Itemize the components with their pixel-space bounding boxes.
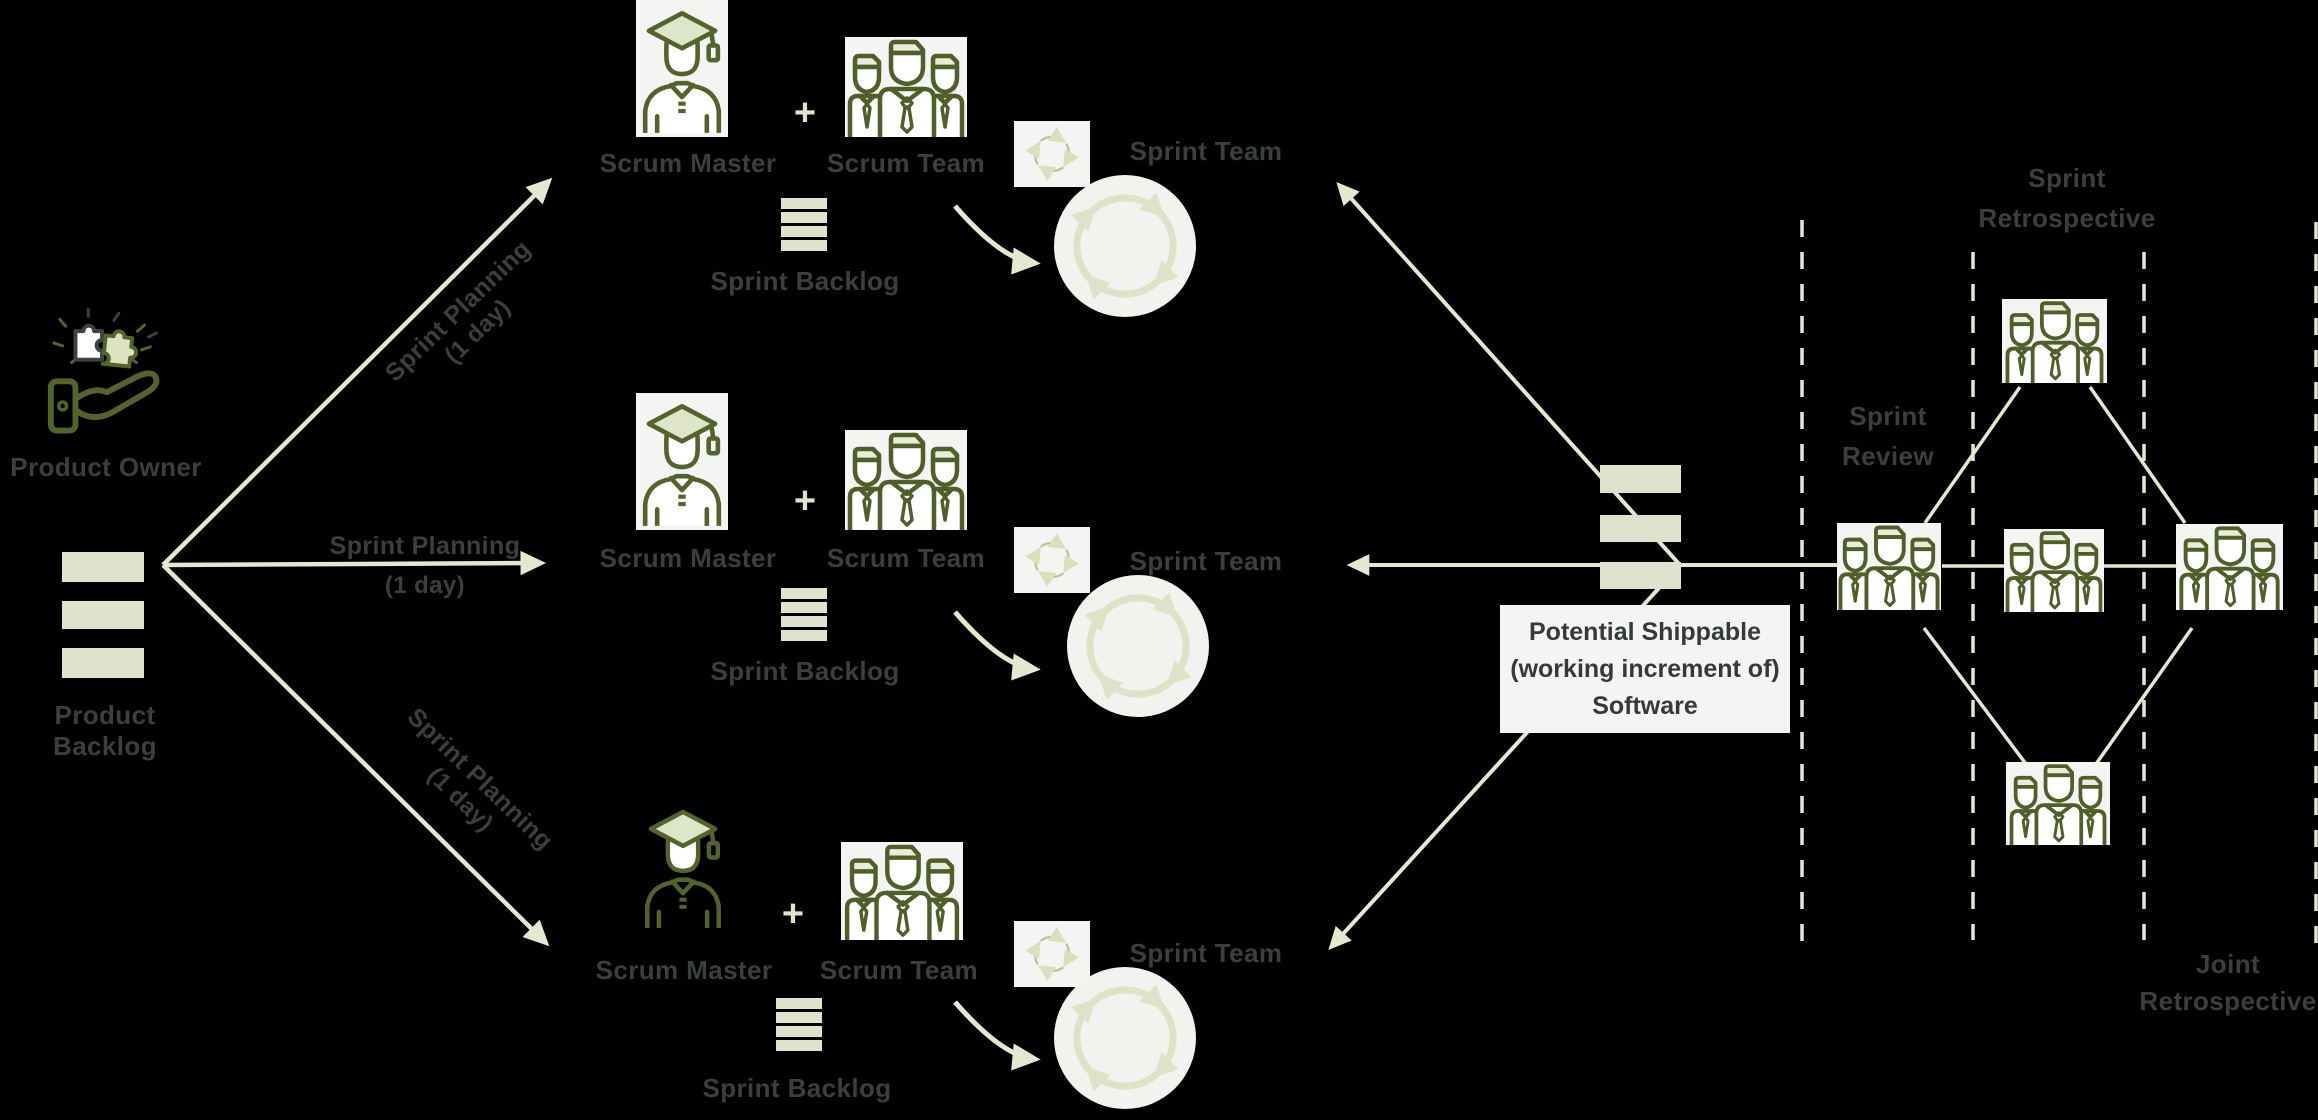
plus-sign: +: [793, 480, 817, 522]
increment-box-line2: (working increment of): [1510, 654, 1780, 683]
sprint-backlog-label: Sprint Backlog: [710, 266, 900, 296]
review-team-icon-left: [1837, 523, 1941, 610]
dashed-separators: [1800, 220, 2318, 958]
retro-team-icon-bottom: [2006, 762, 2110, 845]
origin-mask: [0, 0, 146, 146]
increment-bars: [1600, 465, 1681, 589]
product-owner-icon: [42, 300, 170, 440]
sprint-team-label: Sprint Team: [1129, 938, 1283, 968]
scrum-team-icon: [841, 842, 963, 940]
sprint-loop-icon: [1014, 121, 1090, 187]
sprint-backlog-label: Sprint Backlog: [702, 1073, 892, 1103]
backlog-to-circle-arrows: [953, 204, 1041, 1071]
sprint-planning-duration-mid: (1 day): [384, 572, 466, 599]
product-owner-label: Product Owner: [10, 452, 202, 482]
product-backlog-label: Product Backlog: [53, 700, 157, 762]
scrum-master-icon: [636, 0, 728, 137]
scrum-master-icon: [633, 803, 733, 928]
scrum-team-label: Scrum Team: [826, 148, 986, 178]
retro-team-icon-top: [2002, 299, 2107, 383]
increment-box: Potential Shippable (working increment o…: [1500, 605, 1790, 733]
product-backlog-bars: [62, 552, 144, 678]
scrum-master-label: Scrum Master: [595, 955, 773, 985]
scrum-team-icon: [845, 37, 967, 137]
increment-box-line1: Potential Shippable: [1529, 617, 1761, 646]
retro-team-icon-right: [2176, 524, 2283, 610]
retrospective-connectors: [1922, 385, 2194, 766]
scrum-team-label: Scrum Team: [826, 543, 986, 573]
increment-box-line3: Software: [1592, 691, 1698, 720]
sprint-backlog-bars: [776, 198, 827, 1051]
plus-sign: +: [781, 893, 805, 935]
sprint-backlog-label: Sprint Backlog: [710, 656, 900, 686]
sprint-loop-icon: [1014, 527, 1090, 593]
scrum-team-label: Scrum Team: [819, 955, 979, 985]
scrum-master-label: Scrum Master: [599, 148, 777, 178]
scrum-master-label: Scrum Master: [599, 543, 777, 573]
sprint-planning-label-mid: Sprint Planning: [329, 532, 521, 560]
scrum-master-icon: [636, 393, 728, 530]
sprint-retrospective-label: Sprint Retrospective: [1978, 163, 2156, 233]
sprint-planning-arrows: [161, 177, 553, 947]
sprint-team-label: Sprint Team: [1129, 546, 1283, 576]
scrum-team-icon: [845, 430, 967, 530]
joint-retrospective-label: Joint Retrospective: [2139, 949, 2317, 1016]
increment-to-team-arrows: [1328, 181, 1837, 950]
sprint-team-label: Sprint Team: [1129, 136, 1283, 166]
plus-sign: +: [793, 92, 817, 134]
retro-team-icon-middle: [2004, 529, 2104, 612]
sprint-review-label: Sprint Review: [1841, 401, 1934, 471]
sprint-loop-icon: [1014, 921, 1090, 987]
